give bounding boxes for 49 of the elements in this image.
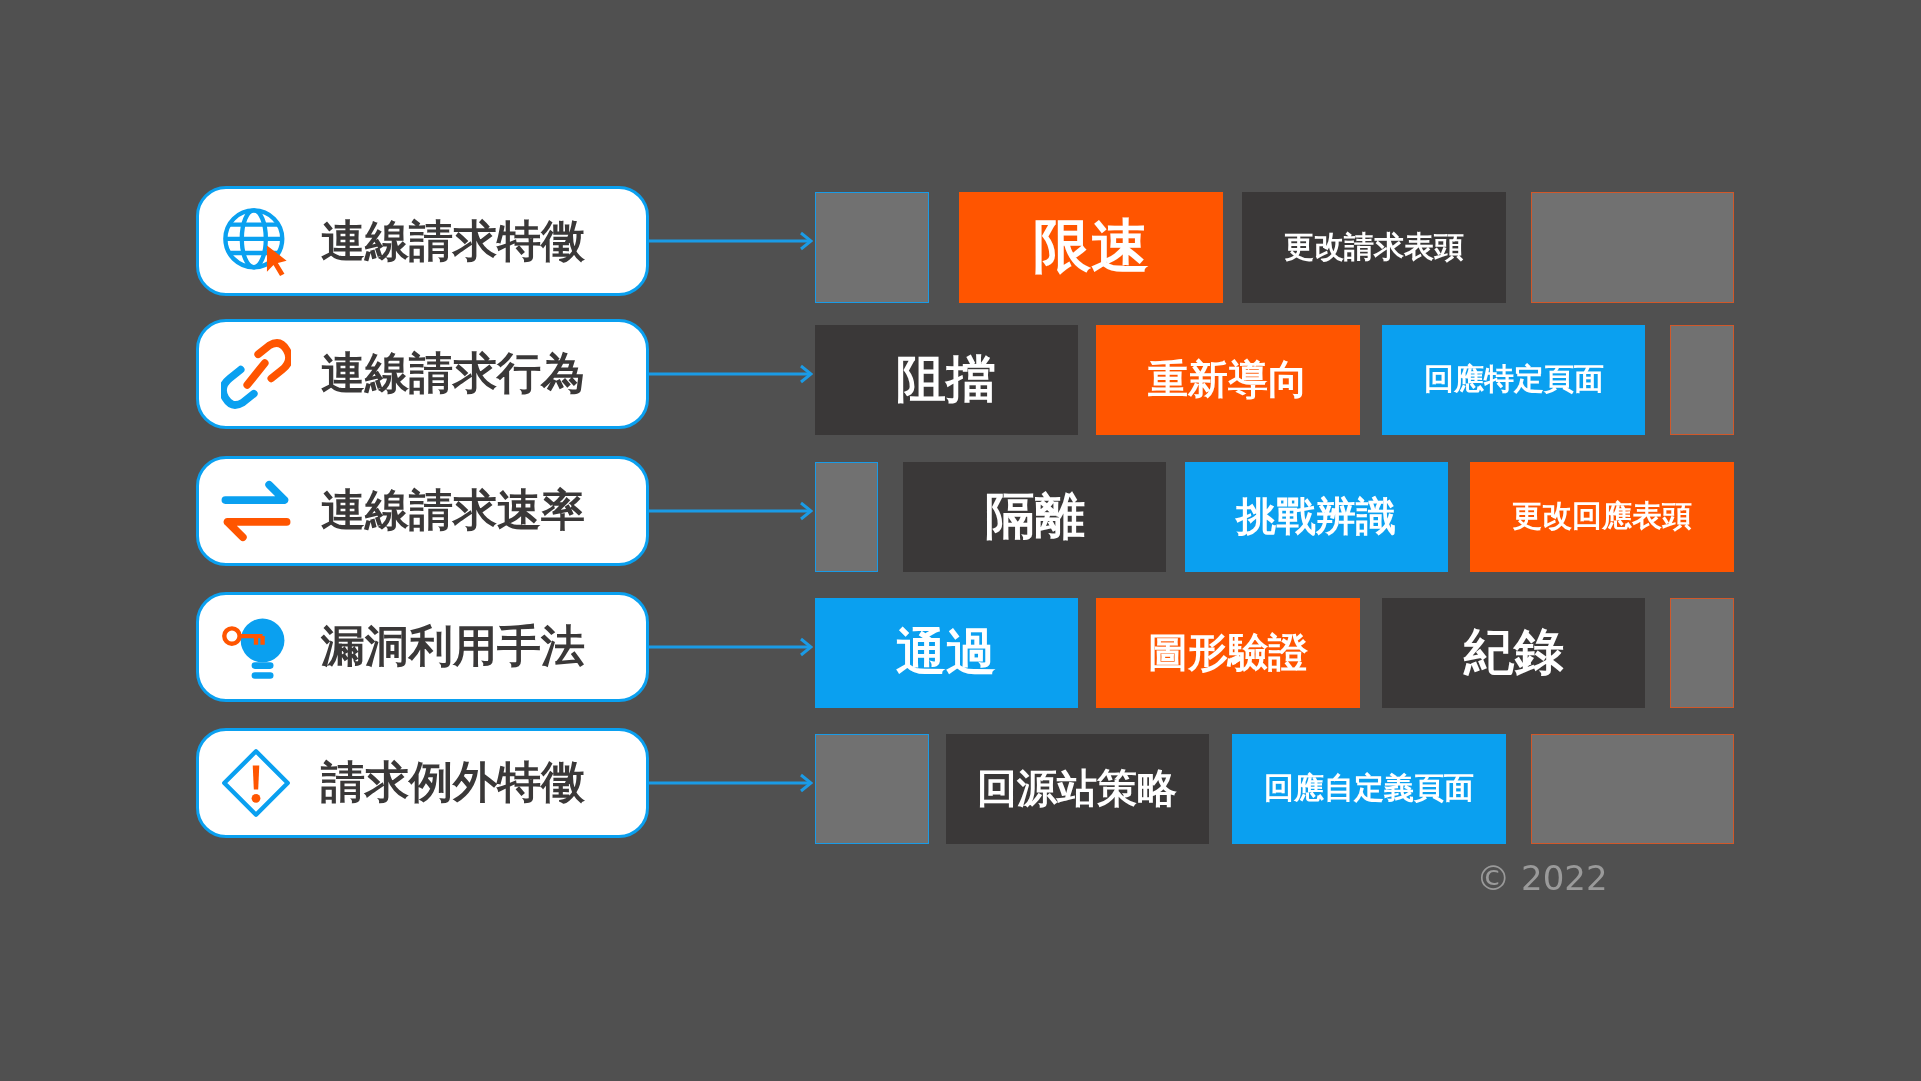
empty-tile <box>1669 597 1734 709</box>
label: 更改請求表頭 <box>1283 227 1464 266</box>
action-tile <box>814 324 1079 435</box>
action-tile <box>902 461 1167 573</box>
action-tile <box>945 733 1210 845</box>
label: 回應自定義頁面 <box>1264 769 1475 808</box>
label: 紀錄 <box>1463 622 1564 684</box>
empty-tile <box>814 733 929 845</box>
label: 圖形驗證 <box>1148 628 1309 678</box>
action-tile <box>1381 597 1646 709</box>
category-box <box>196 318 650 429</box>
label: 通過 <box>896 622 997 684</box>
category-box <box>196 727 650 838</box>
action-tile <box>1184 461 1449 573</box>
action-tile <box>1096 597 1360 709</box>
action-tile <box>1232 733 1506 845</box>
action-tile <box>1242 192 1506 303</box>
label: 回應特定頁面 <box>1423 360 1604 399</box>
action-tile <box>1470 461 1734 573</box>
action-tile <box>814 597 1079 709</box>
label: 重新導向 <box>1148 355 1309 405</box>
label: 請求例外特徵 <box>321 755 585 810</box>
label: 隔離 <box>984 486 1085 548</box>
arrow <box>649 231 813 251</box>
arrow <box>649 501 813 521</box>
label: 限速 <box>1032 211 1149 283</box>
arrow <box>649 773 813 793</box>
empty-tile <box>1531 733 1734 845</box>
action-tile <box>1381 324 1646 435</box>
empty-tile <box>1531 192 1734 303</box>
empty-tile <box>814 461 879 573</box>
label: 連線請求行為 <box>321 346 585 401</box>
category-box <box>196 455 650 566</box>
label: 更改回應表頭 <box>1511 497 1692 536</box>
label: 回源站策略 <box>977 764 1178 814</box>
arrow <box>649 637 813 657</box>
label: 漏洞利用手法 <box>321 619 585 674</box>
action-tile <box>959 192 1223 303</box>
label: 挑戰辨識 <box>1236 492 1397 542</box>
label: 連線請求特徵 <box>321 213 585 268</box>
label: 阻擋 <box>896 349 997 411</box>
action-tile <box>1096 324 1360 435</box>
empty-tile <box>1669 324 1734 435</box>
category-box <box>196 591 650 702</box>
category-box <box>196 186 650 297</box>
arrow <box>649 364 813 384</box>
empty-tile <box>814 192 929 303</box>
label: 連線請求速率 <box>321 483 585 538</box>
copyright-note: © 2022 <box>1476 857 1608 898</box>
